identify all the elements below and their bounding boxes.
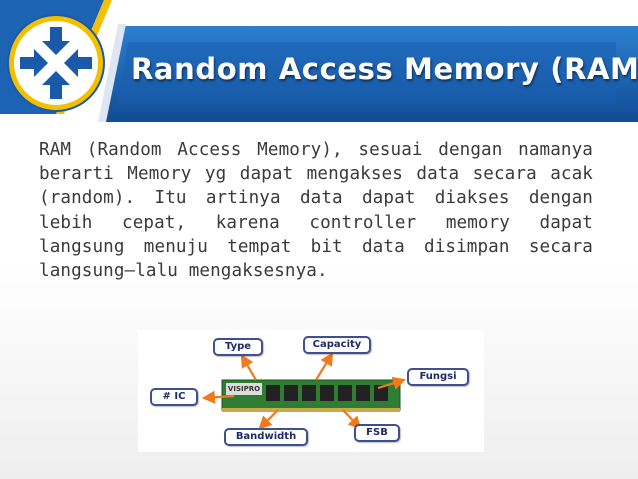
slide-body-text: RAM (Random Access Memory), sesuai denga…: [39, 140, 593, 282]
label-fungsi: Fungsi: [407, 368, 469, 386]
slide-title: Random Access Memory (RAM): [131, 52, 638, 86]
four-arrows-converging-icon: [20, 27, 92, 99]
label-bandwidth: Bandwidth: [224, 428, 308, 446]
title-banner: [118, 42, 616, 104]
ram-module-graphic: [221, 379, 401, 412]
module-brand-label: VISIPRO: [227, 385, 261, 393]
logo-circle: [9, 16, 103, 110]
ram-diagram: VISIPRO Type Capacity Fungsi # IC Bandwi…: [138, 330, 484, 452]
label-fsb: FSB: [354, 424, 400, 442]
label-type: Type: [213, 338, 263, 356]
header-bar-edge: [98, 24, 126, 122]
label-capacity: Capacity: [303, 336, 371, 354]
label-ic-count: # IC: [150, 388, 198, 406]
ram-diagram-graphics: [201, 352, 407, 430]
